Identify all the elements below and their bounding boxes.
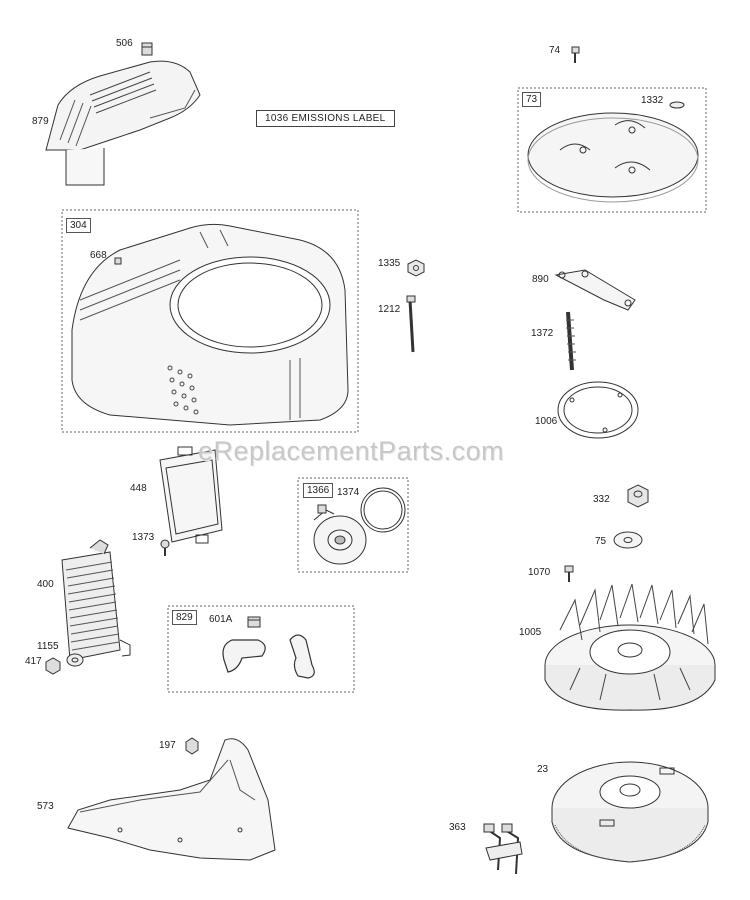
- callout-1070: 1070: [528, 567, 551, 578]
- callout-197: 197: [159, 740, 176, 751]
- part-1366-hub-icon: [313, 504, 367, 565]
- part-1212-stud-icon: [406, 295, 416, 353]
- part-1005-flywheel-icon: [544, 583, 716, 711]
- part-400-oil-cooler-icon: [61, 539, 131, 661]
- part-197-nut-icon: [185, 737, 199, 755]
- callout-1155: 1155: [37, 641, 59, 652]
- part-1374-ring-icon: [360, 487, 406, 533]
- group-box-1366: [297, 477, 409, 573]
- emissions-label: 1036 EMISSIONS LABEL: [256, 110, 395, 127]
- part-890-bracket-icon: [554, 269, 636, 311]
- part-1155-washer-icon: [66, 653, 84, 667]
- callout-1373: 1373: [132, 532, 155, 543]
- part-1373-screw-icon: [160, 539, 170, 556]
- part-1335-nut-icon: [407, 259, 425, 277]
- callout-1335: 1335: [378, 258, 401, 269]
- callout-1212: 1212: [378, 304, 401, 315]
- part-304-blower-housing-icon: [71, 223, 349, 426]
- callout-829: 829: [172, 610, 197, 625]
- callout-1374: 1374: [337, 487, 360, 498]
- group-box-73: [517, 87, 707, 213]
- callout-1372: 1372: [531, 328, 554, 339]
- callout-74: 74: [549, 45, 561, 56]
- callout-400: 400: [37, 579, 54, 590]
- part-829-hoses-icon: [222, 634, 315, 679]
- part-363-armature-icon: [483, 823, 523, 875]
- part-879-cover-icon: [45, 60, 201, 186]
- part-448-plate-icon: [159, 446, 223, 544]
- part-506-icon: [141, 42, 153, 56]
- part-1070-screw-icon: [564, 565, 574, 582]
- part-74-screw-icon: [571, 46, 580, 63]
- callout-23: 23: [537, 764, 549, 775]
- callout-304: 304: [66, 218, 91, 233]
- callout-363: 363: [449, 822, 466, 833]
- part-417-nut-icon: [45, 657, 61, 675]
- part-573-shroud-icon: [67, 738, 276, 861]
- callout-890: 890: [532, 274, 549, 285]
- part-73-screen-icon: [527, 101, 699, 203]
- callout-1005: 1005: [519, 627, 542, 638]
- group-box-304: [61, 209, 359, 433]
- part-1372-spring-icon: [566, 311, 576, 371]
- part-1006-gasket-icon: [557, 381, 639, 439]
- watermark: eReplacementParts.com: [198, 436, 505, 466]
- part-601a-clamp-icon: [247, 616, 261, 628]
- part-23-flywheel-icon: [551, 761, 709, 863]
- callout-1332: 1332: [641, 95, 664, 106]
- callout-573: 573: [37, 801, 54, 812]
- group-box-829: [167, 605, 355, 693]
- callout-506: 506: [116, 38, 133, 49]
- callout-73: 73: [522, 92, 542, 107]
- callout-601a: 601A: [209, 614, 233, 625]
- callout-668: 668: [90, 250, 107, 261]
- part-75-washer-icon: [613, 531, 643, 549]
- callout-75: 75: [595, 536, 607, 547]
- callout-1006: 1006: [535, 416, 558, 427]
- part-332-nut-icon: [627, 484, 649, 508]
- callout-879: 879: [32, 116, 49, 127]
- callout-1366: 1366: [303, 483, 334, 498]
- callout-332: 332: [593, 494, 610, 505]
- callout-448: 448: [130, 483, 147, 494]
- callout-417: 417: [25, 656, 42, 667]
- part-668-nut-icon: [114, 257, 122, 265]
